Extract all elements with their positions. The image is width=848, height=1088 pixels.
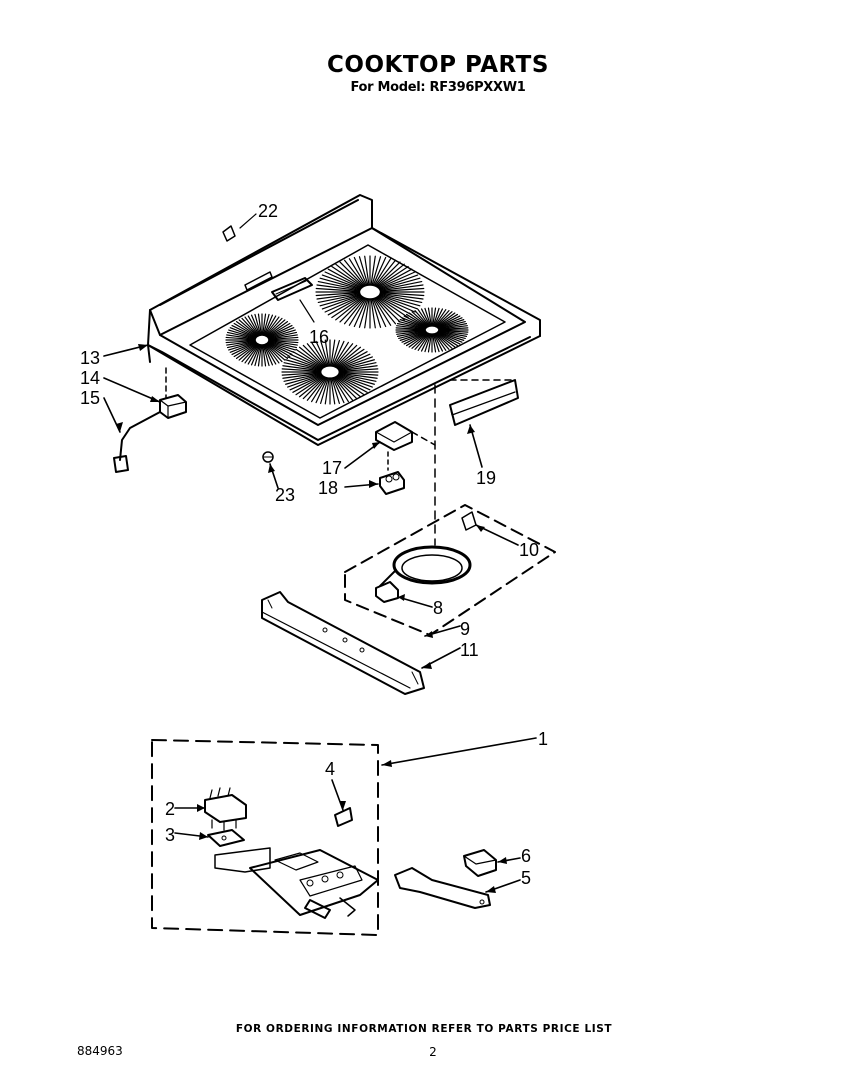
part-10-clip	[461, 511, 477, 531]
callout-1: 1	[538, 729, 548, 749]
callout-23: 23	[275, 485, 295, 505]
callout-11: 11	[460, 640, 479, 660]
callout-16: 16	[309, 327, 329, 347]
callout-10: 10	[519, 540, 539, 560]
radiant-element-rear-left	[315, 255, 425, 329]
radiant-element-front-left	[225, 313, 299, 367]
part-14-terminal-block	[159, 367, 187, 419]
page-number: 2	[429, 1045, 437, 1059]
callout-17: 17	[322, 458, 342, 478]
part-18-terminal-block	[379, 451, 405, 495]
model-subtitle: For Model: RF396PXXW1	[350, 80, 526, 95]
part-17-bracket	[375, 421, 413, 451]
part-22-clip	[222, 213, 257, 242]
cooktop-main-top	[147, 194, 541, 446]
part-11-support-bracket	[261, 591, 425, 695]
radiant-surface-element	[379, 545, 472, 587]
callout-22: 22	[258, 201, 278, 221]
part-23-screw	[262, 451, 274, 463]
callout-8: 8	[433, 598, 443, 618]
part-15-ground-lead	[113, 411, 161, 473]
callout-labels: 13 14 15 16 17 18 19 22 23 10 8 9 11 1 4…	[80, 201, 548, 888]
part-19-trim	[449, 379, 519, 426]
part-16-indicator-lens	[271, 277, 315, 323]
callout-9: 9	[460, 619, 470, 639]
page-title: COOKTOP PARTS	[327, 52, 549, 78]
part-3-plate	[207, 829, 245, 847]
callout-15: 15	[80, 388, 100, 408]
callout-14: 14	[80, 368, 100, 388]
callout-13: 13	[80, 348, 100, 368]
callout-3: 3	[165, 825, 175, 845]
part-5-bracket	[394, 867, 491, 909]
callout-arrowheads	[116, 344, 507, 893]
callout-6: 6	[521, 846, 531, 866]
part-1-switch-assembly-box	[151, 739, 379, 936]
part-2-switch	[204, 787, 247, 831]
radiant-element-rear-right	[395, 307, 469, 353]
ordering-info-note: FOR ORDERING INFORMATION REFER TO PARTS …	[235, 1023, 613, 1035]
switch-housing	[214, 847, 379, 919]
document-number: 884963	[77, 1044, 123, 1058]
part-6-clip	[463, 849, 497, 877]
callout-4: 4	[325, 759, 335, 779]
part-9-element-assembly-box	[344, 504, 556, 636]
part-8-terminal	[375, 581, 399, 603]
callout-5: 5	[521, 868, 531, 888]
callout-2: 2	[165, 799, 175, 819]
callout-18: 18	[318, 478, 338, 498]
radiant-element-front-right	[281, 339, 379, 405]
part-4-insulator	[334, 807, 353, 827]
callout-19: 19	[476, 468, 496, 488]
